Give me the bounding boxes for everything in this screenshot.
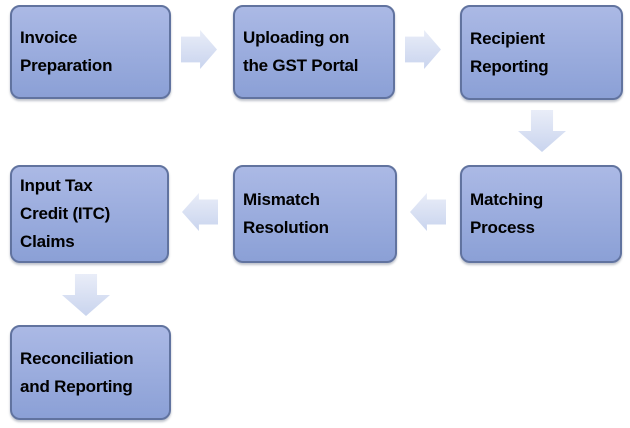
flow-box-recipient-reporting: Recipient Reporting [460,5,623,100]
flow-box-input-tax-credit-claims: Input Tax Credit (ITC) Claims [10,165,169,263]
flow-box-reconciliation-and-reporting: Reconciliation and Reporting [10,325,171,420]
flow-box-matching-process: Matching Process [460,165,622,263]
box-label-line: Claims [20,232,75,251]
flow-arrow-right-icon [181,30,217,69]
box-label-line: Reconciliation [20,348,134,368]
flow-arrow-down-icon [62,274,110,316]
box-label-line: Resolution [243,218,329,237]
box-label-line: Matching [470,190,544,209]
box-label-line: Reporting [470,56,549,76]
box-label-line: Credit (ITC) [20,204,111,223]
box-label-line: Input Tax [20,176,93,195]
flow-box-invoice-preparation: Invoice Preparation [10,5,171,99]
flow-arrow-left-icon [410,193,446,231]
box-label-line: Recipient [470,28,545,48]
box-label-line: the GST Portal [243,56,359,75]
flow-arrow-right-icon [405,30,441,69]
box-label-line: Mismatch [243,190,320,209]
flow-arrow-down-icon [518,110,566,152]
box-label-line: Invoice [20,28,78,47]
box-label-line: Uploading on [243,28,350,47]
box-label-line: Preparation [20,56,113,75]
flow-box-uploading-gst-portal: Uploading on the GST Portal [233,5,395,99]
box-label-line: and Reporting [20,376,133,396]
box-label-line: Process [470,218,535,237]
flow-arrow-left-icon [182,193,218,231]
flow-box-mismatch-resolution: Mismatch Resolution [233,165,397,263]
